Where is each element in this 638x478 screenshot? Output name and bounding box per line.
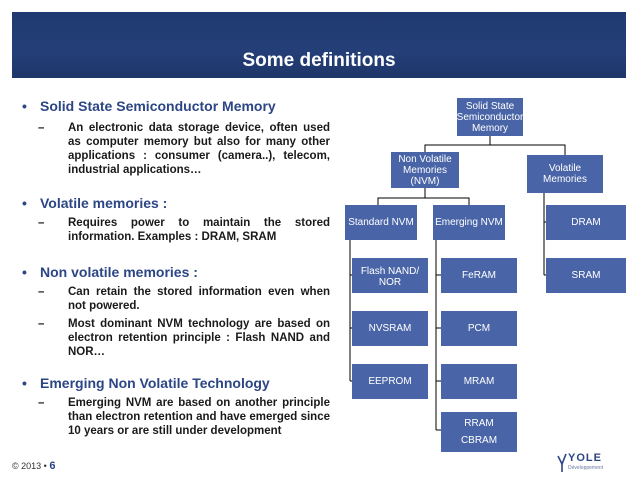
node-label: NVSRAM [368, 323, 412, 334]
node-standard-nvm: Standard NVM [345, 205, 417, 240]
connector-line [424, 136, 491, 152]
logo-sub: Développement [568, 465, 604, 471]
dash: – [38, 397, 45, 409]
bullet-heading: • Emerging Non Volatile Technology [22, 375, 330, 392]
sub-bullet-text: Most dominant NVM technology are based o… [68, 318, 330, 358]
node-label: Flash NAND/ NOR [360, 266, 420, 288]
node-dram: DRAM [546, 205, 626, 240]
node-label: Solid State Semiconductor Memory [456, 100, 524, 134]
node-rram-cbram: RRAM CBRAM [441, 412, 517, 452]
copyright: © 2013 • [12, 461, 47, 471]
sub-bullet: – Emerging NVM are based on another prin… [22, 396, 330, 438]
bullet-heading: • Non volatile memories : [22, 264, 330, 281]
sub-bullet: – Can retain the stored information even… [22, 285, 330, 313]
page-number: 6 [49, 460, 56, 472]
bullet-heading-text: Non volatile memories : [40, 264, 198, 280]
node-label: Volatile Memories [543, 163, 587, 185]
bullet-dot: • [22, 375, 27, 391]
yole-logo: YOLE Développement [556, 452, 626, 474]
node-pcm: PCM [441, 311, 517, 346]
title-bar: Some definitions [12, 12, 626, 78]
logo-mark-icon [557, 453, 567, 472]
node-label: Non Volatile Memories (NVM) [398, 153, 452, 187]
footer: © 2013 • 6 [12, 460, 55, 472]
node-label-cbram: CBRAM [460, 435, 498, 446]
dash: – [38, 122, 45, 134]
dash: – [38, 286, 45, 298]
dash: – [38, 217, 45, 229]
node-label: DRAM [571, 217, 601, 228]
sub-bullet: – An electronic data storage device, oft… [22, 121, 330, 177]
node-volatile-memories: Volatile Memories [527, 155, 603, 193]
bullet-dot: • [22, 264, 27, 280]
slide-title: Some definitions [242, 50, 396, 71]
node-label: PCM [467, 323, 491, 334]
node-feram: FeRAM [441, 258, 517, 293]
node-label: EEPROM [368, 376, 412, 387]
sub-bullet-text: Emerging NVM are based on another princi… [68, 397, 330, 437]
node-solid-state-memory: Solid State Semiconductor Memory [457, 98, 523, 136]
node-label: Emerging NVM [435, 217, 503, 228]
dash: – [38, 318, 45, 330]
node-label: Standard NVM [348, 217, 414, 228]
bullet-heading: • Solid State Semiconductor Memory [22, 98, 330, 115]
node-label: FeRAM [462, 270, 496, 281]
sub-bullet-text: Requires power to maintain the stored in… [68, 217, 330, 243]
bullet-list: • Solid State Semiconductor Memory – An … [22, 98, 330, 438]
node-label-rram: RRAM [464, 418, 494, 429]
node-flash-nand-nor: Flash NAND/ NOR [352, 258, 428, 293]
node-eeprom: EEPROM [352, 364, 428, 399]
sub-bullet: – Most dominant NVM technology are based… [22, 317, 330, 359]
node-emerging-nvm: Emerging NVM [433, 205, 505, 240]
bullet-heading-text: Volatile memories : [40, 195, 168, 211]
node-non-volatile-memories: Non Volatile Memories (NVM) [391, 152, 459, 188]
connector-line [377, 188, 426, 205]
bullet-heading-text: Solid State Semiconductor Memory [40, 98, 276, 114]
node-sram: SRAM [546, 258, 626, 293]
bullet-heading: • Volatile memories : [22, 195, 330, 212]
node-label: SRAM [571, 270, 601, 281]
sub-bullet-text: An electronic data storage device, often… [68, 122, 330, 176]
connector-line [490, 144, 566, 155]
bullet-dot: • [22, 195, 27, 211]
node-nvsram: NVSRAM [352, 311, 428, 346]
bullet-dot: • [22, 98, 27, 114]
node-mram: MRAM [441, 364, 517, 399]
logo-brand: YOLE [568, 452, 602, 464]
sub-bullet-text: Can retain the stored information even w… [68, 286, 330, 312]
bullet-heading-text: Emerging Non Volatile Technology [40, 375, 270, 391]
sub-bullet: – Requires power to maintain the stored … [22, 216, 330, 244]
node-label: MRAM [463, 376, 495, 387]
connector-line [425, 197, 470, 205]
